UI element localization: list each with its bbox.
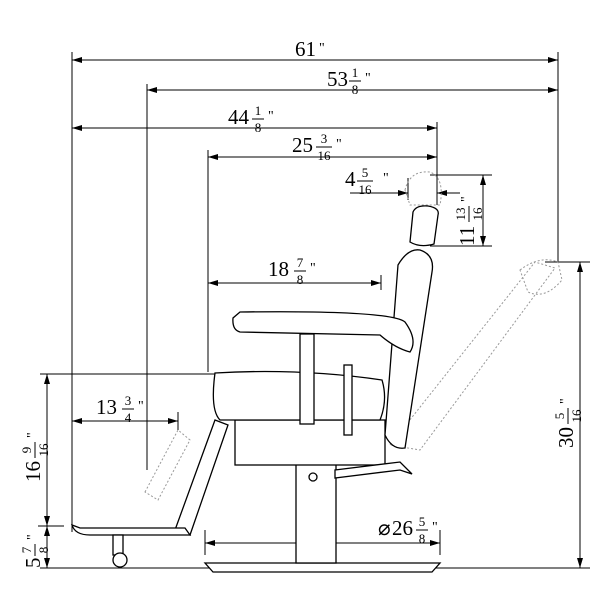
dim-whole: 18 xyxy=(268,257,289,281)
armrest xyxy=(232,311,414,353)
dim-whole: 61 xyxy=(295,37,316,61)
dim-whole: 11 xyxy=(455,226,479,246)
dim-den: 8 xyxy=(352,82,359,97)
dim-whole: 53 xyxy=(327,67,348,91)
dim-unit: " xyxy=(558,398,573,404)
dim-num: 7 xyxy=(297,255,304,270)
dim-unit: " xyxy=(268,109,274,124)
dim-den: 16 xyxy=(36,443,51,457)
dim-num: 5 xyxy=(419,514,426,529)
dim-num: 5 xyxy=(362,165,369,180)
dim-unit: " xyxy=(432,520,438,535)
hydraulic-column xyxy=(295,454,337,564)
dim-den: 8 xyxy=(36,547,51,554)
dim-num: 7 xyxy=(19,546,34,553)
dim-unit: " xyxy=(310,261,316,276)
diameter-symbol: ⌀ xyxy=(378,516,391,540)
dim-den: 16 xyxy=(569,409,584,423)
reclined-position-outline xyxy=(144,171,563,501)
dim-unit: " xyxy=(336,137,342,152)
dim-unit: " xyxy=(319,41,325,56)
caster-wheel xyxy=(112,552,128,568)
dim-whole: 25 xyxy=(292,133,313,157)
dim-label-arm-length: 18 7 8 " xyxy=(268,255,316,287)
dim-whole: 4 xyxy=(345,167,356,191)
dim-label-headrest-height: 11 13 16 " xyxy=(453,196,485,246)
footrest-plate xyxy=(70,523,192,536)
dim-den: 16 xyxy=(470,207,485,221)
dim-num: 13 xyxy=(453,208,468,221)
arm-support xyxy=(299,333,315,425)
dim-whole: 44 xyxy=(228,105,250,129)
dim-whole: 5 xyxy=(21,558,45,569)
dim-label-base-diameter: ⌀ 26 5 8 " xyxy=(378,514,438,546)
dim-label-reclined-height: 30 5 16 " xyxy=(552,398,584,448)
headrest xyxy=(409,205,439,247)
dim-unit: " xyxy=(365,71,371,86)
dim-whole: 16 xyxy=(21,461,45,482)
dim-num: 3 xyxy=(321,131,328,146)
caster-stem xyxy=(112,534,124,556)
dim-num: 9 xyxy=(19,447,34,454)
dimension-lines xyxy=(44,57,583,568)
dim-label-footrest-height: 5 7 8 " xyxy=(19,534,51,568)
dim-label-overall-length: 61 " xyxy=(295,37,325,61)
dim-label-upright-length: 44 1 8 " xyxy=(228,103,274,135)
footrest-arm xyxy=(174,419,229,536)
dim-label-headrest-travel: 4 5 16 " xyxy=(345,165,389,197)
chair xyxy=(70,205,442,573)
dim-label-reclined-length: 53 1 8 " xyxy=(327,65,371,97)
dim-den: 8 xyxy=(419,531,426,546)
dim-den: 16 xyxy=(359,182,373,197)
dim-unit: " xyxy=(138,399,144,414)
dim-num: 3 xyxy=(125,393,132,408)
recline-lever xyxy=(343,364,353,436)
dim-num: 1 xyxy=(352,65,359,80)
seat-cushion xyxy=(212,370,386,421)
pump-pivot xyxy=(308,472,318,482)
dim-den: 8 xyxy=(297,272,304,287)
dim-label-footrest-depth: 13 3 4 " xyxy=(96,393,144,425)
dim-whole: 26 xyxy=(392,516,413,540)
dim-label-seat-to-back-length: 25 3 16 " xyxy=(292,131,342,163)
pump-housing xyxy=(234,419,386,466)
dim-den: 8 xyxy=(255,120,262,135)
dim-unit: " xyxy=(25,534,40,540)
dim-label-seat-height: 16 9 16 " xyxy=(19,432,51,482)
dim-whole: 13 xyxy=(96,395,117,419)
foot-pump-lever xyxy=(334,461,413,479)
dim-unit: " xyxy=(25,432,40,438)
dim-num: 1 xyxy=(255,103,262,118)
dim-whole: 30 xyxy=(554,427,578,448)
dim-unit: " xyxy=(383,171,389,186)
dim-den: 4 xyxy=(125,410,132,425)
base-plate xyxy=(203,562,442,573)
dim-den: 16 xyxy=(318,148,332,163)
dim-unit: " xyxy=(459,196,474,202)
dim-num: 5 xyxy=(552,413,567,420)
